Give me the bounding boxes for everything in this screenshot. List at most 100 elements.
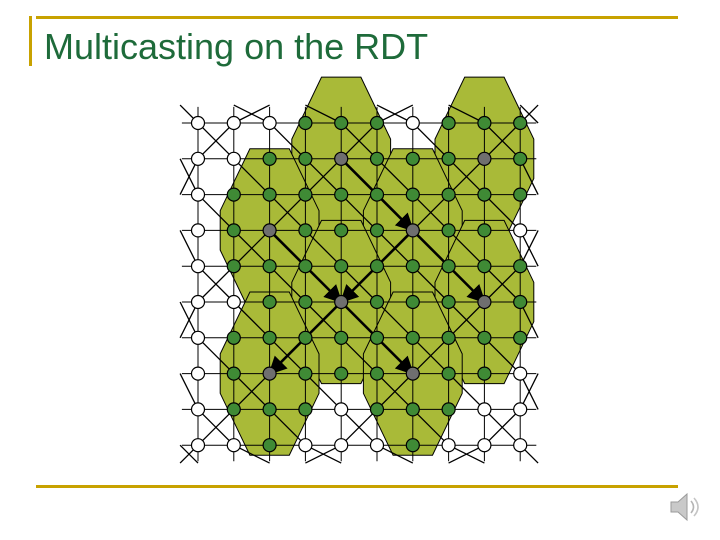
diagonal-link xyxy=(304,373,342,410)
node xyxy=(190,438,206,453)
member-node xyxy=(369,151,385,166)
node xyxy=(513,223,528,238)
diagonal-link xyxy=(233,301,271,339)
diagonal-link xyxy=(233,229,271,267)
node xyxy=(334,402,349,417)
diagonal-link xyxy=(412,408,450,446)
node xyxy=(226,151,241,166)
member-node xyxy=(369,294,385,310)
diagonal-link xyxy=(483,265,521,303)
node xyxy=(226,294,241,310)
member-node xyxy=(513,115,528,131)
member-node xyxy=(298,366,313,381)
diagonal-link xyxy=(376,301,414,339)
member-node xyxy=(405,330,420,345)
member-node xyxy=(369,115,385,131)
member-node xyxy=(226,223,241,238)
node xyxy=(226,438,241,453)
diagonal-link xyxy=(340,194,378,231)
member-node xyxy=(369,330,385,345)
diagonal-link xyxy=(376,373,414,410)
node xyxy=(190,294,206,310)
root-node xyxy=(262,366,277,381)
diagonal-link xyxy=(483,408,521,446)
multicast-regions xyxy=(219,76,535,456)
member-node xyxy=(298,330,313,345)
member-node xyxy=(441,223,456,238)
grid-links xyxy=(179,104,539,464)
member-node xyxy=(477,223,492,238)
member-node xyxy=(513,187,528,202)
node xyxy=(513,438,528,453)
diagonal-link xyxy=(483,337,521,375)
diagonal-link xyxy=(412,337,450,375)
root-node xyxy=(405,223,420,238)
speaker-icon[interactable] xyxy=(668,490,702,524)
node xyxy=(477,438,492,453)
member-node xyxy=(477,187,492,202)
member-node xyxy=(298,223,313,238)
member-node xyxy=(513,151,528,166)
member-node xyxy=(441,151,456,166)
diagonal-link xyxy=(197,265,235,303)
member-node xyxy=(405,402,420,417)
member-node xyxy=(262,330,277,345)
member-node xyxy=(226,187,241,202)
member-node xyxy=(441,366,456,381)
member-node xyxy=(405,438,420,453)
title-rule-left xyxy=(29,16,32,66)
member-node xyxy=(334,330,349,345)
node xyxy=(441,438,456,453)
diagonal-link xyxy=(483,122,521,160)
node xyxy=(190,151,206,166)
diagonal-link xyxy=(304,158,342,196)
diagonal-link xyxy=(197,337,235,375)
diagonal-link xyxy=(412,122,450,160)
member-node xyxy=(298,402,313,417)
member-node xyxy=(334,259,349,274)
member-node xyxy=(369,259,385,274)
diagonal-link xyxy=(197,408,235,446)
member-node xyxy=(513,330,528,345)
diagonal-link xyxy=(448,373,485,410)
member-node xyxy=(298,151,313,166)
member-node xyxy=(262,187,277,202)
member-node xyxy=(441,330,456,345)
network-nodes xyxy=(190,115,528,453)
member-node xyxy=(226,330,241,345)
diagonal-link xyxy=(269,408,306,446)
node xyxy=(190,259,206,274)
member-node xyxy=(441,294,456,310)
root-node xyxy=(262,223,277,238)
diagonal-link xyxy=(340,337,378,375)
node xyxy=(334,438,349,453)
member-node xyxy=(477,366,492,381)
diagonal-link xyxy=(197,194,235,231)
node xyxy=(190,366,206,381)
member-node xyxy=(441,402,456,417)
node xyxy=(190,223,206,238)
node xyxy=(226,115,241,131)
member-node xyxy=(226,402,241,417)
member-node xyxy=(477,259,492,274)
member-node xyxy=(477,330,492,345)
member-node xyxy=(334,366,349,381)
member-node xyxy=(441,259,456,274)
member-node xyxy=(441,187,456,202)
member-node xyxy=(369,223,385,238)
diagonal-link xyxy=(269,122,306,160)
node xyxy=(190,115,206,131)
node xyxy=(513,366,528,381)
node xyxy=(477,402,492,417)
member-node xyxy=(405,187,420,202)
node xyxy=(262,115,277,131)
root-node xyxy=(334,294,349,310)
diagonal-link xyxy=(376,158,414,196)
diagonal-link xyxy=(233,373,271,410)
member-node xyxy=(405,151,420,166)
footer-rule xyxy=(36,485,678,488)
root-node xyxy=(405,366,420,381)
node xyxy=(190,330,206,345)
diagonal-link xyxy=(304,229,342,267)
node xyxy=(190,402,206,417)
